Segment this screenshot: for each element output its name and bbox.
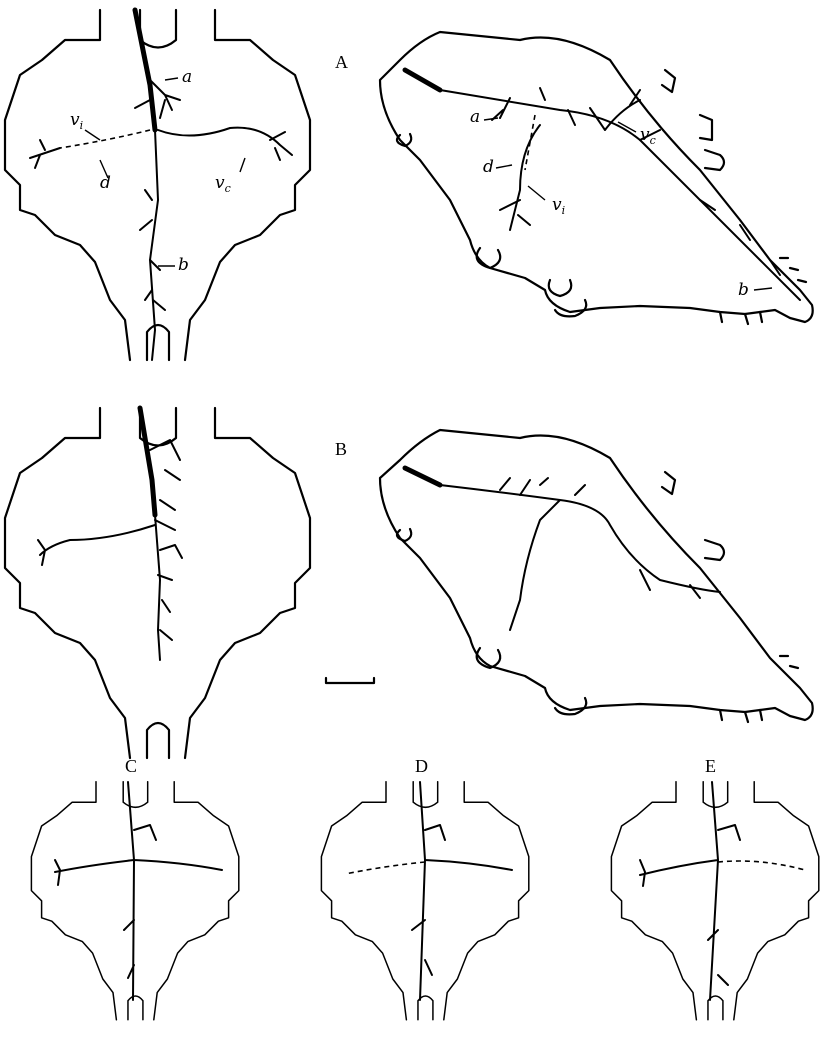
panel-e-dorsal-view: E [611,756,818,1020]
label-d: d [100,173,111,193]
scale-bar [326,678,374,683]
panel-b-lateral-view [380,430,813,722]
main-trunk-thick [135,10,155,130]
panel-label-b: B [335,439,347,459]
panel-d-dorsal-view: D [321,756,528,1020]
panel-label-e: E [705,756,716,776]
panel-b-dorsal-view [5,408,310,758]
label-a: a [182,67,192,87]
panel-label-d: D [415,756,428,776]
label-vi: vi [70,110,83,132]
label-a-lateral: a [470,107,480,127]
panel-c-dorsal-view: C [31,756,238,1020]
label-vc: vc [215,173,231,195]
panel-label-a: A [335,52,348,72]
panel-a-lateral-view: a d vi vc b [380,32,813,324]
panel-a-dorsal-view: a vi d vc b [5,10,310,360]
label-vc-lateral: vc [640,125,656,147]
panel-label-c: C [125,756,137,776]
label-b-lateral: b [738,280,749,300]
label-b: b [178,255,189,275]
label-d-lateral: d [483,157,494,177]
label-vi-lateral: vi [552,195,565,217]
